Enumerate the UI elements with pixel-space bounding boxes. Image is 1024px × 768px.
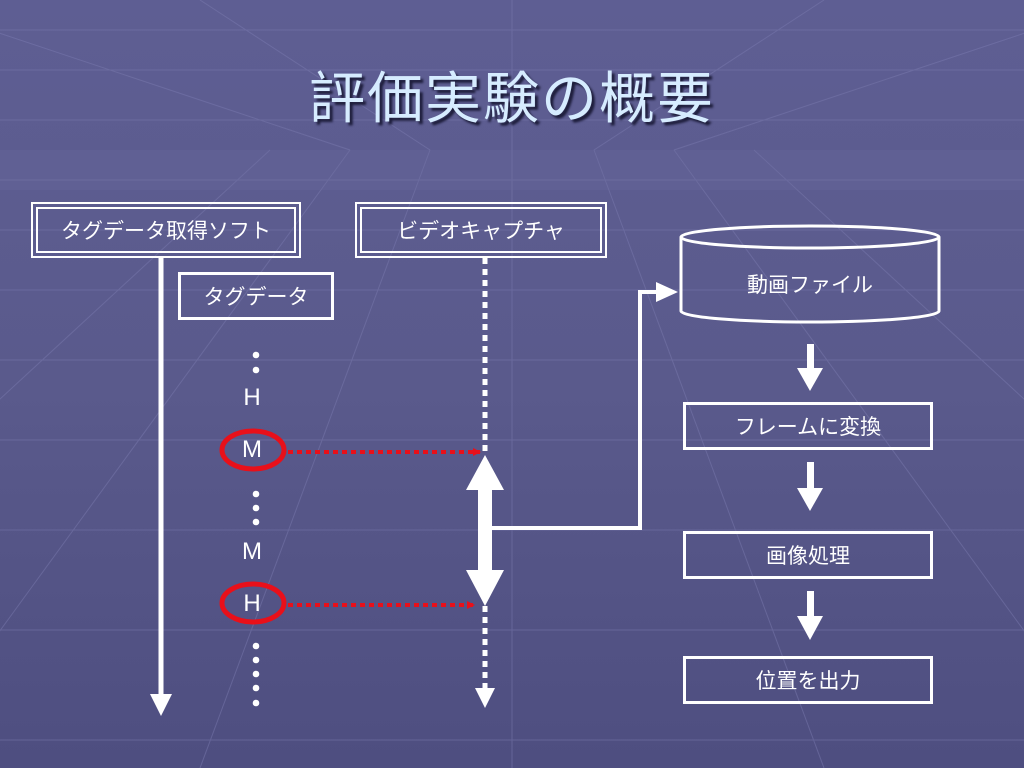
video-file-label-wrap: 動画ファイル: [681, 262, 939, 306]
tag-data-label: タグデータ: [203, 285, 309, 309]
interval-double-arrow: [466, 455, 504, 606]
sequence-label-h2: H: [243, 590, 261, 617]
video-file-label: 動画ファイル: [747, 273, 873, 297]
video-capture-box: ビデオキャプチャ: [355, 202, 607, 258]
process-arrow-3-head: [797, 616, 823, 640]
highlight-circle-h: [219, 581, 287, 625]
video-file-cylinder: [679, 224, 941, 324]
video-capture-label: ビデオキャプチャ: [397, 219, 565, 243]
sequence-label-m2: M: [242, 538, 262, 565]
process-arrow-3-shaft: [807, 591, 814, 616]
step-output-position-label: 位置を出力: [755, 669, 861, 693]
highlight-circle-m: [219, 428, 287, 472]
tag-software-box: タグデータ取得ソフト: [31, 202, 301, 258]
tag-data-box: タグデータ: [178, 272, 334, 320]
tag-software-label: タグデータ取得ソフト: [61, 219, 271, 243]
video-timeline-arrowhead: [475, 688, 495, 708]
process-arrow-2-head: [797, 488, 823, 511]
video-file-connector-arrowhead: [656, 282, 678, 302]
step-image-processing-box: 画像処理: [683, 531, 933, 579]
slide-title: 評価実験の概要: [309, 67, 715, 132]
process-arrow-1-head: [797, 368, 823, 391]
step-output-position-box: 位置を出力: [683, 656, 933, 704]
ellipsis-dots: [252, 351, 260, 707]
process-arrow-1-shaft: [807, 344, 814, 368]
step-image-processing-label: 画像処理: [766, 544, 850, 568]
step-convert-frames-label: フレームに変換: [734, 415, 882, 439]
process-arrow-2-shaft: [807, 462, 814, 488]
tag-timeline-arrowhead: [150, 694, 172, 716]
sequence-label-h1: H: [243, 384, 261, 411]
video-file-connector: [492, 290, 660, 530]
step-convert-frames-box: フレームに変換: [683, 402, 933, 450]
sequence-label-m1: M: [242, 436, 262, 463]
